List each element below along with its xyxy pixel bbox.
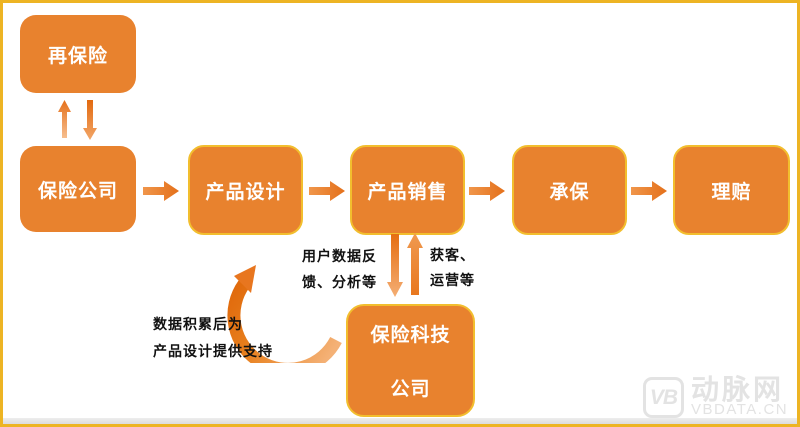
node-insurance-company: 保险公司	[20, 146, 136, 232]
annotation-data-accumulation-support: 数据积累后为 产品设计提供支持	[153, 311, 273, 365]
node-insurtech-company: 保险科技 公司	[346, 304, 475, 417]
node-product-design: 产品设计	[188, 145, 303, 235]
curved-arrow-icon	[227, 265, 342, 363]
annotation-user-data-feedback: 用户数据反 馈、分析等	[302, 243, 377, 295]
node-reinsurance: 再保险	[20, 15, 136, 93]
node-claims: 理赔	[673, 145, 790, 235]
annotation-line: 获客、	[430, 247, 475, 263]
annotation-line: 馈、分析等	[302, 274, 377, 290]
watermark-domain: VBDATA.CN	[691, 401, 789, 418]
node-product-sales-label: 产品销售	[367, 181, 448, 203]
bottom-edge-strip	[3, 418, 797, 424]
node-product-sales: 产品销售	[350, 145, 465, 235]
node-reinsurance-label: 再保险	[47, 45, 108, 67]
node-insurtech-label-line2: 公司	[390, 379, 431, 400]
annotation-line: 运营等	[430, 272, 475, 288]
arrow-right-icon	[631, 181, 667, 201]
arrow-up-icon	[58, 100, 71, 138]
annotation-line: 用户数据反	[302, 248, 377, 264]
node-product-design-label: 产品设计	[205, 181, 286, 203]
vbdata-logo-letters: VB	[649, 385, 678, 409]
node-insurtech-label-line1: 保险科技	[370, 325, 451, 346]
node-insurance-company-label: 保险公司	[37, 180, 118, 202]
watermark-brand-name: 动脉网	[691, 374, 785, 405]
node-underwriting: 承保	[512, 145, 627, 235]
node-claims-label: 理赔	[711, 181, 752, 203]
arrow-up-icon	[407, 233, 423, 295]
vbdata-logo-icon: VB	[643, 377, 684, 418]
annotation-line: 产品设计提供支持	[153, 343, 273, 359]
arrow-right-icon	[469, 181, 505, 201]
arrow-right-icon	[309, 181, 345, 201]
arrow-right-icon	[143, 181, 179, 201]
arrow-down-icon	[387, 234, 403, 297]
annotation-line: 数据积累后为	[153, 316, 243, 332]
arrow-down-icon	[83, 100, 97, 140]
node-underwriting-label: 承保	[549, 181, 590, 203]
annotation-customer-acquisition: 获客、 运营等	[430, 243, 475, 293]
